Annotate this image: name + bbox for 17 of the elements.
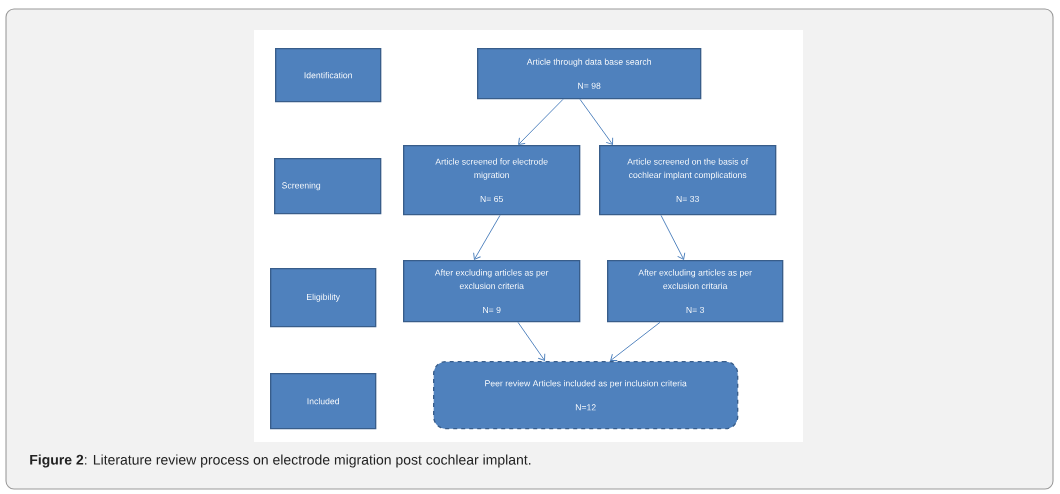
arrow bbox=[579, 98, 614, 145]
stage-box: Identification bbox=[275, 48, 382, 103]
process-box: Article through data base search N= 98 bbox=[477, 48, 702, 100]
process-box: Article screened for electrode migration N= 65 bbox=[403, 145, 581, 216]
arrow bbox=[518, 98, 564, 145]
process-box: Article screened on the basis of cochlear implant complications N= 33 bbox=[599, 145, 777, 216]
process-box: After excluding articles as per exclusion critaria N= 3 bbox=[607, 260, 784, 323]
arrow bbox=[660, 214, 686, 260]
stage-box: Eligibility bbox=[270, 268, 377, 328]
stage-box: Included bbox=[270, 373, 377, 430]
figure-caption: Figure 2: Literature review process on electrode migration post cochlear implant. bbox=[30, 454, 531, 468]
arrow bbox=[610, 321, 661, 361]
arrow bbox=[517, 321, 546, 361]
stage-box: Screening bbox=[274, 158, 382, 215]
rounded-box: Peer review Articles included as per inclusion criteria N=12 bbox=[433, 361, 739, 430]
arrow bbox=[473, 214, 501, 260]
process-box: After excluding articles as per exclusion criteria N= 9 bbox=[403, 260, 581, 323]
